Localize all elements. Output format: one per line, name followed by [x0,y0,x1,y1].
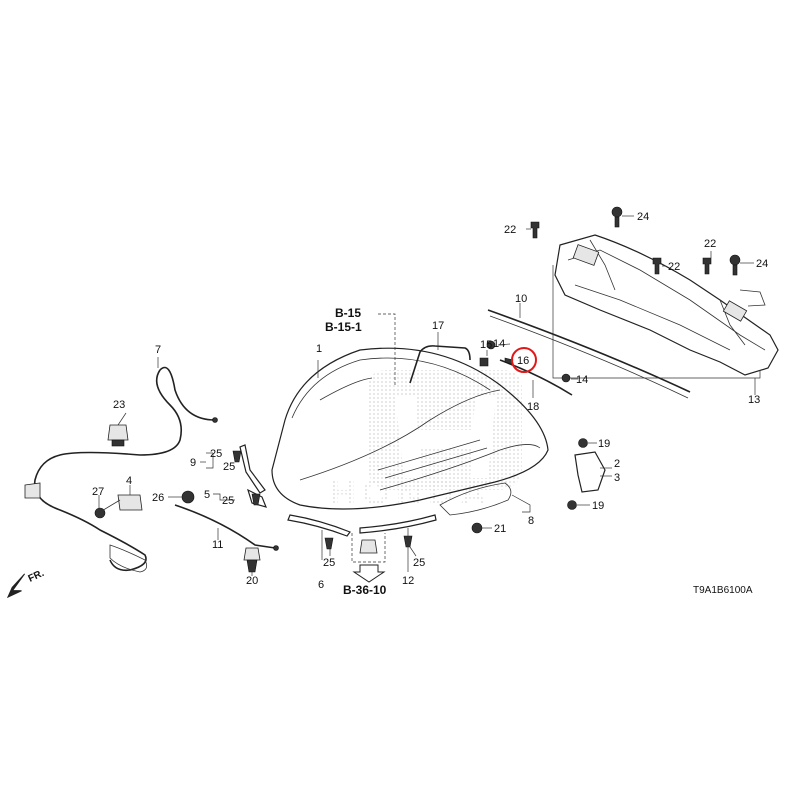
callout-25b: 25 [222,495,234,507]
callout-20: 20 [246,575,258,587]
callout-14a: 14 [493,338,505,350]
callout-23: 23 [113,399,125,411]
callout-3: 3 [614,472,620,484]
callout-27: 27 [92,486,104,498]
callout-9: 9 [190,457,196,469]
callout-4: 4 [126,475,132,487]
ref-b15: B-15 [335,306,361,320]
highlight-circle-icon [511,347,537,373]
clip-icons [94,206,741,573]
cable-connector [24,482,41,499]
callout-6: 6 [318,579,324,591]
part-7-cable [33,369,183,572]
svg-text:HONDA: HONDA [330,472,492,513]
part-7-cable-end [159,366,216,421]
callout-10: 10 [515,293,527,305]
ref-b3610-arrow-icon [352,564,386,583]
callout-25d: 25 [413,557,425,569]
front-label: FR. [27,568,46,585]
leader-lines [98,215,756,576]
callout-25e: 25 [223,461,235,473]
callout-17: 17 [432,320,444,332]
callout-25c: 25 [323,557,335,569]
cowl-assembly [554,234,779,376]
part-11-cable [174,504,276,549]
cable-end-11-icon [273,545,279,551]
callout-24b: 24 [756,258,768,270]
callout-5: 5 [204,489,210,501]
callout-22b: 22 [668,261,680,273]
part-9-seal [239,444,266,494]
callout-7: 7 [155,344,161,356]
callout-19b: 19 [592,500,604,512]
callout-16: 16 [517,355,529,367]
part-6-molding [287,514,351,537]
part-10-seal [487,309,691,393]
callout-1: 1 [316,343,322,355]
callout-21: 21 [494,523,506,535]
part-10-seal-inner [489,315,689,399]
callout-22c: 22 [704,238,716,250]
callout-25a: 25 [210,448,222,460]
callout-14b: 14 [576,374,588,386]
ref-b3610: B-36-10 [343,583,387,597]
ref-b3610-bracket [351,533,386,563]
diagram-code: T9A1B6100A [693,585,753,596]
cable-grommet [109,544,148,573]
ref-b151: B-15-1 [325,320,362,334]
callout-19a: 19 [598,438,610,450]
part-17-shape [409,345,471,384]
hood-part [271,347,549,516]
callout-12: 12 [402,575,414,587]
callout-26: 26 [152,492,164,504]
callout-11: 11 [212,539,223,551]
callout-18: 18 [527,401,539,413]
callout-22a: 22 [504,224,516,236]
part-12-molding [359,514,437,534]
callout-13: 13 [748,394,760,406]
front-arrow-icon [6,573,26,599]
callout-2: 2 [614,458,620,470]
callout-24a: 24 [637,211,649,223]
ref-b15-bracket [378,313,396,385]
callout-15: 15 [480,339,492,351]
cable-end-icon [212,417,218,423]
callout-8: 8 [528,515,534,527]
part-callouts: 1 2 3 4 5 6 7 8 9 10 11 12 13 14 14 15 1… [92,211,768,591]
